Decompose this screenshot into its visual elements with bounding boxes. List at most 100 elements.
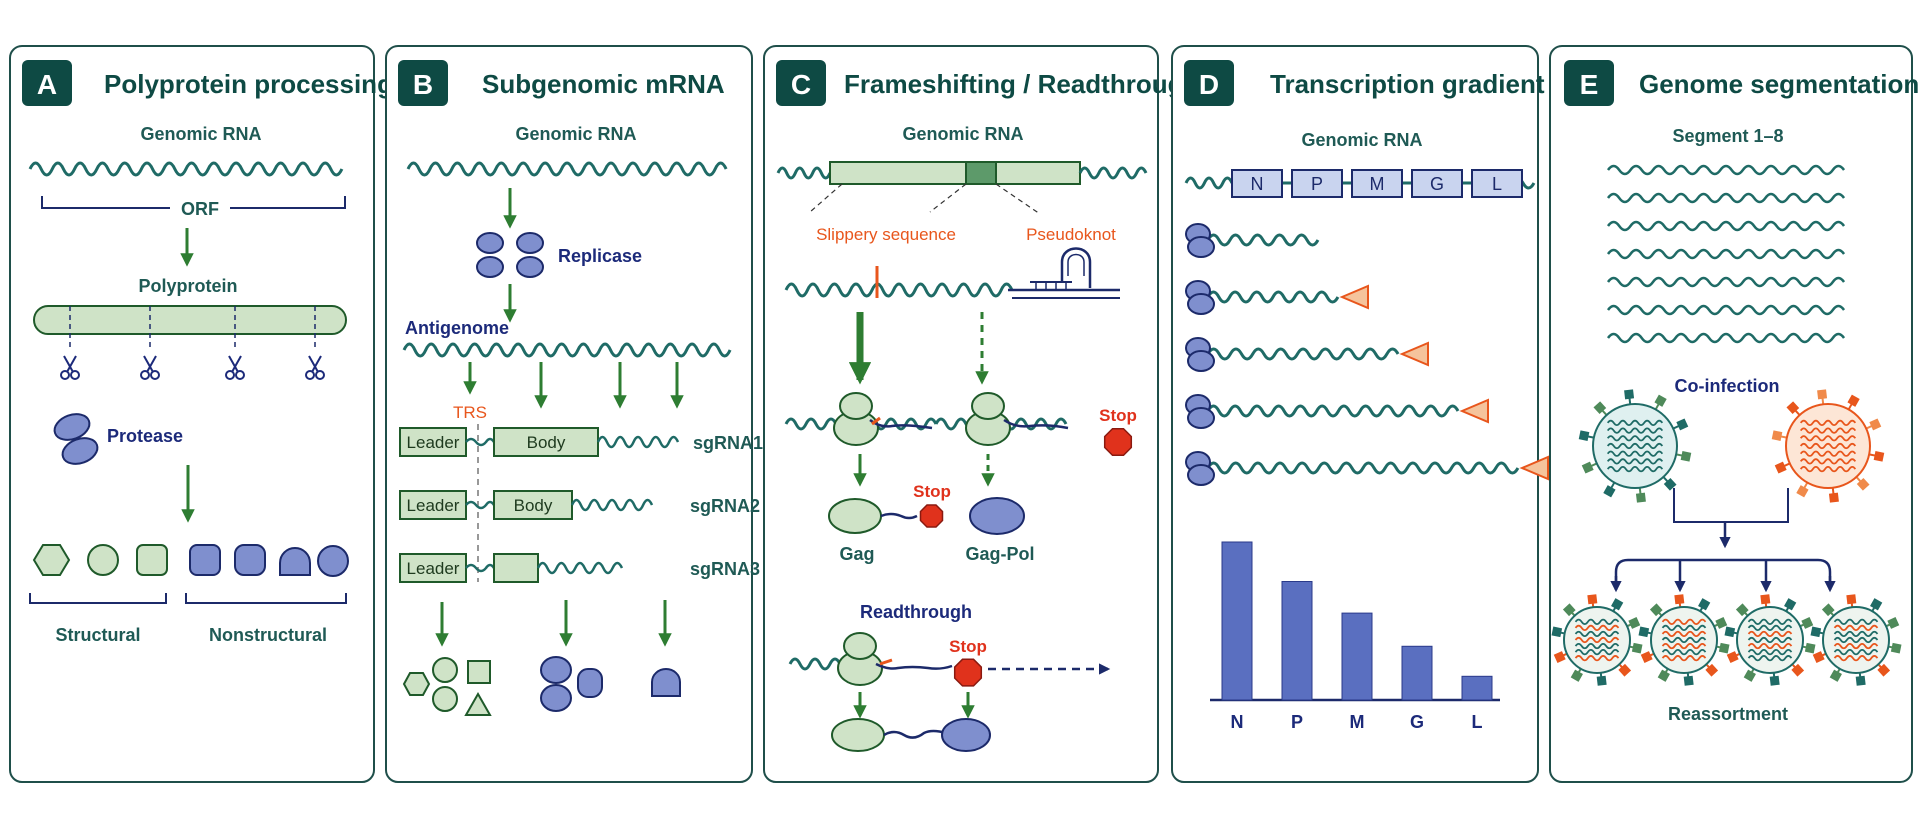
genome-segment <box>1606 304 1846 316</box>
polyadenylation-marker-icon <box>1339 284 1369 310</box>
progeny-virus <box>1810 594 1902 686</box>
progeny-virus <box>1724 594 1816 686</box>
packaged-segment <box>1606 450 1664 457</box>
virus-spike-head <box>1796 485 1809 498</box>
virus-spike-head <box>1784 598 1797 611</box>
virus-spike-head <box>1624 389 1635 400</box>
genome-segment <box>1606 192 1846 204</box>
virus-spike-head <box>1828 492 1839 503</box>
packaged-segment <box>1799 419 1857 426</box>
transcript <box>1185 394 1489 429</box>
extended-peptide <box>883 729 947 739</box>
packaged-segment <box>1574 618 1620 625</box>
mrna-strand <box>784 282 1014 298</box>
virus-spike-head <box>1873 451 1885 462</box>
leader-box <box>399 553 467 583</box>
virus-spike-head <box>1570 669 1583 682</box>
leader-label: Leader <box>407 433 460 452</box>
junction-wave <box>465 563 496 573</box>
junction-wave <box>465 500 496 510</box>
packaged-segment <box>1799 450 1857 457</box>
transcript <box>1185 337 1429 372</box>
gag-label: Gag <box>839 544 874 564</box>
packaged-segment <box>1833 649 1879 656</box>
packaged-segment <box>1661 636 1707 644</box>
virus-spike-head <box>1654 394 1667 407</box>
virus-spike-head <box>1596 675 1607 686</box>
leader-label: Leader <box>407 559 460 578</box>
panel-e-title: Genome segmentation <box>1639 69 1919 99</box>
body-box <box>493 427 599 457</box>
packaged-segment <box>1799 466 1857 473</box>
cleavage-site-lines <box>69 306 316 350</box>
structural-protein-hexagon <box>402 672 431 696</box>
virus-capsid <box>1736 606 1804 674</box>
x-tick-label: M <box>1350 712 1365 732</box>
bar-M <box>1341 612 1373 701</box>
gene-label: G <box>1430 174 1444 194</box>
panel-a-frame <box>9 45 375 783</box>
virus-spike-head <box>1769 675 1780 686</box>
bar-G <box>1401 645 1433 701</box>
nonstructural-protein <box>189 544 221 576</box>
genome-segment <box>1606 220 1846 232</box>
packaged-segment <box>1606 427 1664 434</box>
gene-box <box>1231 169 1283 198</box>
gene-label: P <box>1311 174 1323 194</box>
packaged-segment <box>1799 435 1857 442</box>
virus-spike-head <box>1877 663 1891 677</box>
pseudoknot-label: Pseudoknot <box>1026 225 1116 244</box>
virus-spike-head <box>1715 617 1728 629</box>
readthrough-protein <box>941 718 991 752</box>
gene-box <box>1291 169 1343 198</box>
packaged-segment <box>1661 630 1707 638</box>
bar-N <box>1221 541 1253 701</box>
structural-protein-triangle <box>464 691 492 716</box>
virus-capsid <box>1822 606 1890 674</box>
virus-spike-head <box>1640 651 1653 663</box>
packaged-segment <box>1833 618 1879 625</box>
stop-label: Stop <box>949 637 987 656</box>
sgrna2-label: sgRNA2 <box>690 496 760 516</box>
nonstructural-protein <box>234 544 266 576</box>
stop-label: Stop <box>913 482 951 501</box>
coinfection-label: Co-infection <box>1675 376 1780 396</box>
virus-spike-head <box>1611 598 1624 611</box>
body-label: Body <box>514 496 553 515</box>
gag-tail <box>880 512 918 520</box>
virus-spike-head <box>1631 642 1643 654</box>
virus-spike-head <box>1698 598 1711 611</box>
genomic-rna-5prime <box>776 166 832 180</box>
merge-bracket <box>1673 488 1789 523</box>
packaged-segment <box>1574 642 1620 650</box>
packaged-segment <box>1833 636 1879 644</box>
distribution-line <box>1614 558 1832 586</box>
gag-pol-protein <box>969 497 1025 535</box>
virus-spike-head <box>1821 603 1835 617</box>
virus-capsid <box>1592 403 1678 489</box>
virus-spike-head <box>1771 430 1783 441</box>
ribosome-large-icon <box>1187 293 1215 315</box>
polyadenylation-marker-icon <box>1519 455 1549 481</box>
virus-spike-head <box>1683 675 1694 686</box>
bar-P <box>1281 581 1313 701</box>
virus-spike-head <box>1724 626 1736 638</box>
genomic-rna-strand <box>1184 176 1234 190</box>
sgrna1-label: sgRNA1 <box>693 433 763 453</box>
genome-segments <box>1606 164 1846 344</box>
virus-spike-head <box>1676 418 1689 431</box>
panel-a-title: Polyprotein processing <box>104 69 393 99</box>
transcription-arrows <box>463 362 684 409</box>
panel-d-title: Transcription gradient <box>1270 69 1545 99</box>
x-tick-label: P <box>1291 712 1303 732</box>
nonstructural-label: Nonstructural <box>209 625 327 645</box>
panel-c-badge <box>776 60 826 106</box>
packaged-segment <box>1747 618 1793 625</box>
virus-spike-head <box>1603 485 1616 498</box>
ribosome-large-icon <box>1187 464 1215 486</box>
virus-spike-head <box>1817 389 1828 400</box>
leader-label: Leader <box>407 496 460 515</box>
virus-spike-head <box>1812 651 1825 663</box>
body-box <box>493 553 539 583</box>
packaged-segment <box>1747 642 1793 650</box>
